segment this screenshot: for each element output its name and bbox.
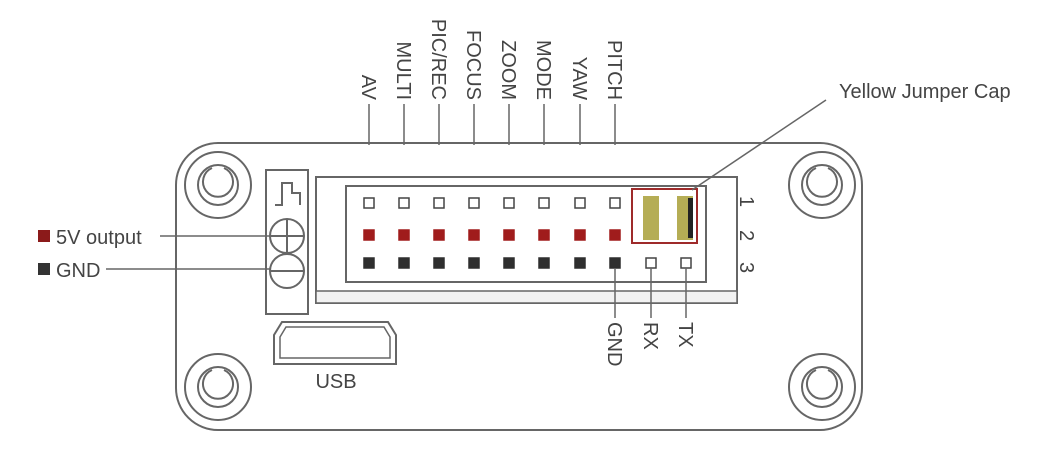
row-number: 3 (735, 262, 757, 273)
pin-r3-c1 (363, 257, 375, 269)
legend-5v-swatch (38, 230, 50, 242)
signal-label: MULTI (392, 41, 414, 100)
pin-r2-c4 (468, 229, 480, 241)
bottom-pin-label: GND (603, 322, 625, 366)
power-terminal (265, 169, 309, 315)
pin-r2-c3 (433, 229, 445, 241)
pin-r2-c5 (503, 229, 515, 241)
pin-r2-c6 (538, 229, 550, 241)
pin-r1-c6 (538, 197, 550, 209)
callout-label: Yellow Jumper Cap (839, 81, 1011, 103)
pin-r3-c6 (538, 257, 550, 269)
mount-hole-bottom-right (788, 353, 856, 421)
bottom-pin-label: RX (639, 322, 661, 350)
signal-labels: AV MULTI PIC/REC FOCUS ZOOM MODE YAW PITCH (357, 19, 625, 145)
pin-r2-c8 (609, 229, 621, 241)
pin-r3-c3 (433, 257, 445, 269)
signal-symbol-icon (275, 182, 301, 206)
pin-r3-c5 (503, 257, 515, 269)
legend-5v-label: 5V output (56, 227, 142, 249)
pin-r3-c9 (645, 257, 657, 269)
signal-label: PITCH (603, 40, 625, 100)
jumper-highlight-box (631, 188, 698, 244)
signal-label: ZOOM (497, 40, 519, 100)
signal-label: MODE (532, 40, 554, 100)
bottom-pin-label: TX (674, 322, 696, 348)
usb-label: USB (315, 371, 356, 393)
pin-r1-c2 (398, 197, 410, 209)
legend-gnd-label: GND (56, 260, 100, 282)
legend-gnd-swatch (38, 263, 50, 275)
pin-r3-c4 (468, 257, 480, 269)
pin-r2-c2 (398, 229, 410, 241)
row-number: 1 (735, 196, 757, 207)
mount-hole-top-right (788, 151, 856, 219)
pin-r1-c1 (363, 197, 375, 209)
pin-r1-c3 (433, 197, 445, 209)
pin-r1-c4 (468, 197, 480, 209)
mount-hole-top-left (184, 151, 252, 219)
pin-r1-c8 (609, 197, 621, 209)
signal-label: YAW (568, 57, 590, 100)
pin-r1-c5 (503, 197, 515, 209)
pin-r2-c7 (574, 229, 586, 241)
pin-r3-c10 (680, 257, 692, 269)
signal-label: PIC/REC (427, 19, 449, 100)
row-numbers: 1 2 3 (735, 196, 757, 273)
pin-r2-c1 (363, 229, 375, 241)
callout-line (691, 99, 827, 191)
jumper-block-left (643, 196, 659, 240)
mount-hole-bottom-left (184, 353, 252, 421)
legend: 5V output GND (38, 227, 270, 282)
pin-r3-c8 (609, 257, 621, 269)
pin-r1-c7 (574, 197, 586, 209)
usb-port: USB (273, 321, 397, 393)
signal-label: AV (357, 75, 379, 101)
signal-label: FOCUS (462, 30, 484, 100)
pin-header (315, 176, 738, 304)
pins (363, 197, 692, 269)
row-number: 2 (735, 230, 757, 241)
pin-r3-c7 (574, 257, 586, 269)
bottom-pin-labels: GND RX TX (603, 268, 696, 366)
pin-r3-c2 (398, 257, 410, 269)
yellow-jumper-cap (631, 188, 698, 244)
